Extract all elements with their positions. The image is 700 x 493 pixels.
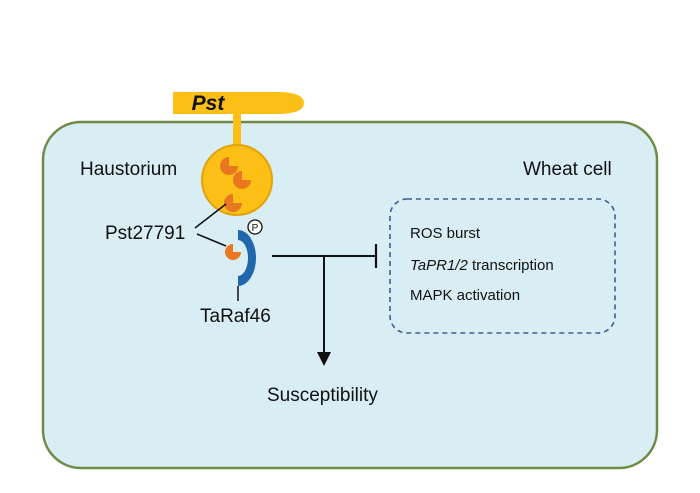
- tapr-gene-name: TaPR1/2: [410, 257, 468, 274]
- effector-icon: [233, 171, 251, 189]
- bound-effector-icon: [225, 244, 241, 260]
- phospho-label: P: [252, 223, 259, 234]
- haustorium-neck: [233, 113, 241, 147]
- susceptibility-arrow-head: [317, 352, 331, 366]
- taraf46-icon: [238, 230, 256, 286]
- effector-icon: [220, 157, 238, 175]
- pointer-line-complex: [196, 233, 227, 247]
- pointer-line-haustorium: [194, 203, 227, 229]
- tapr-transcription-text: TaPR1/2 transcription: [410, 257, 554, 274]
- wheat-cell: [41, 120, 659, 470]
- ros-burst-text: ROS burst: [410, 225, 481, 242]
- wheat-cell-label: Wheat cell: [523, 159, 612, 180]
- susceptibility-label: Susceptibility: [267, 385, 378, 406]
- haustorium-label: Haustorium: [80, 159, 177, 180]
- effector-icons: [220, 157, 251, 212]
- effector-icon: [224, 194, 242, 212]
- phospho-mark: [247, 219, 263, 235]
- pst-label: Pst: [192, 92, 226, 115]
- transcription-word: transcription: [468, 257, 554, 274]
- taraf46-label: TaRaf46: [200, 306, 271, 327]
- pst-hypha: [173, 92, 304, 114]
- pst27791-label: Pst27791: [105, 223, 185, 244]
- mapk-activation-text: MAPK activation: [410, 287, 520, 304]
